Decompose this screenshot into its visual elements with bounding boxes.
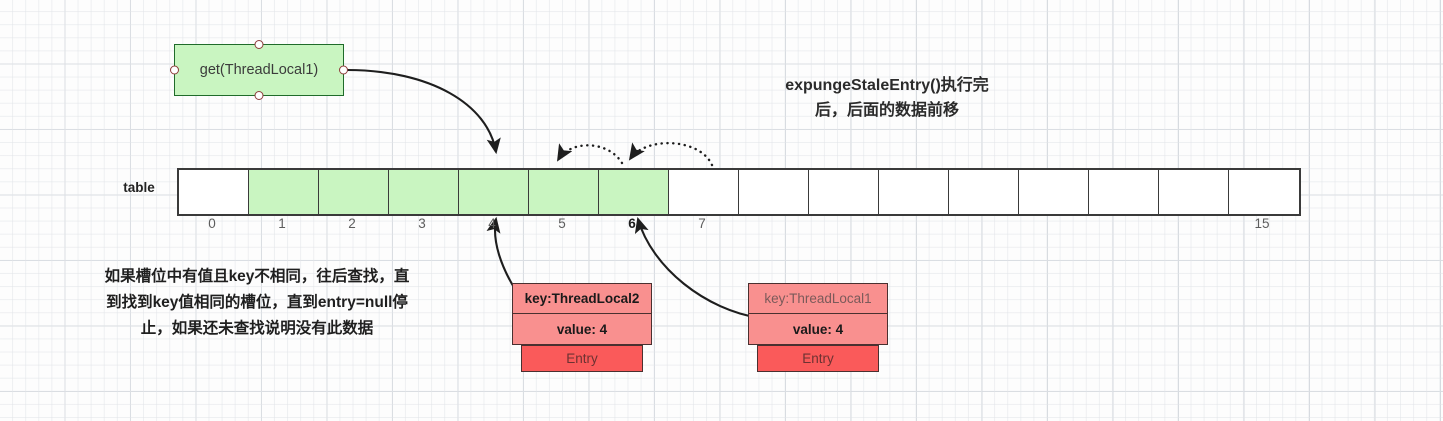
connector-handle-right-icon[interactable]	[339, 65, 348, 75]
table-slot[interactable]	[1229, 170, 1299, 214]
table-slot[interactable]	[249, 170, 319, 214]
connector-handle-left-icon[interactable]	[170, 65, 179, 75]
lookup-rule-note-line2: 到找到key值相同的槽位，直到entry=null停	[106, 294, 408, 311]
table-slot[interactable]	[669, 170, 739, 214]
table-slot[interactable]	[599, 170, 669, 214]
entry-card-threadlocal2[interactable]: key:ThreadLocal2 value: 4 Entry	[512, 283, 652, 372]
table-slot-index	[1017, 216, 1087, 236]
table-label: table	[123, 180, 155, 195]
table-slots	[177, 168, 1301, 216]
table-slot[interactable]	[879, 170, 949, 214]
entry-footer-label: Entry	[521, 345, 643, 372]
table-slot[interactable]	[389, 170, 459, 214]
table-slot-index	[947, 216, 1017, 236]
entry-footer-label: Entry	[757, 345, 879, 372]
table-slot-index: 5	[558, 216, 566, 231]
table-slot[interactable]	[739, 170, 809, 214]
headline-note: expungeStaleEntry()执行完 后，后面的数据前移	[722, 73, 1052, 123]
connector-handle-bottom-icon[interactable]	[254, 91, 264, 100]
arrow-get-to-slot4	[346, 68, 501, 155]
headline-note-line1: expungeStaleEntry()执行完	[785, 77, 989, 94]
table-slot[interactable]	[1159, 170, 1229, 214]
lookup-rule-note: 如果槽位中有值且key不相同，往后查找，直 到找到key值相同的槽位，直到ent…	[42, 264, 472, 342]
connector-handle-top-icon[interactable]	[254, 40, 264, 49]
table-slot-index	[1157, 216, 1227, 236]
entry-value-row: value: 4	[748, 314, 888, 345]
table-slot[interactable]	[809, 170, 879, 214]
table-slot[interactable]	[949, 170, 1019, 214]
headline-note-line2: 后，后面的数据前移	[814, 102, 959, 119]
entry-value-row: value: 4	[512, 314, 652, 345]
table-slot-index: 1	[278, 216, 286, 231]
table-slot-index: 2	[348, 216, 356, 231]
entry-key-label: key:ThreadLocal2	[524, 291, 640, 306]
table-slot[interactable]	[529, 170, 599, 214]
get-call-box[interactable]: get(ThreadLocal1)	[170, 40, 348, 100]
table-slot-index	[877, 216, 947, 236]
table-slot-index: 0	[208, 216, 216, 231]
entry-key-label: key:ThreadLocal1	[764, 291, 872, 306]
entry-value-label: value: 4	[556, 321, 608, 337]
table-slot-index: 4	[488, 216, 496, 231]
table-slot-index: 3	[418, 216, 426, 231]
table-slot[interactable]	[319, 170, 389, 214]
table-slot-index: 15	[1254, 216, 1270, 231]
lookup-rule-note-line1: 如果槽位中有值且key不相同，往后查找，直	[104, 268, 410, 285]
table-slot[interactable]	[1089, 170, 1159, 214]
table-slot-index	[807, 216, 877, 236]
arrow-shift-7-to-6	[628, 141, 714, 167]
entry-card-threadlocal1[interactable]: key:ThreadLocal1 value: 4 Entry	[748, 283, 888, 372]
table-slot[interactable]	[459, 170, 529, 214]
get-call-label: get(ThreadLocal1)	[199, 62, 319, 78]
entry-key-row: key:ThreadLocal2	[512, 283, 652, 314]
table-slot[interactable]	[1019, 170, 1089, 214]
table-index-labels: 0 1 2 3 4 5 6 7 15	[177, 216, 1297, 236]
entry-value-label: value: 4	[792, 321, 844, 337]
table-slot[interactable]	[179, 170, 249, 214]
table-slot-index	[1087, 216, 1157, 236]
lookup-rule-note-line3: 止，如果还未查找说明没有此数据	[140, 320, 374, 337]
arrow-shift-6-to-5	[556, 143, 624, 165]
entry-key-row: key:ThreadLocal1	[748, 283, 888, 314]
table-slot-index: 6	[628, 216, 636, 231]
table-slot-index: 7	[698, 216, 706, 231]
table-slot-index	[737, 216, 807, 236]
